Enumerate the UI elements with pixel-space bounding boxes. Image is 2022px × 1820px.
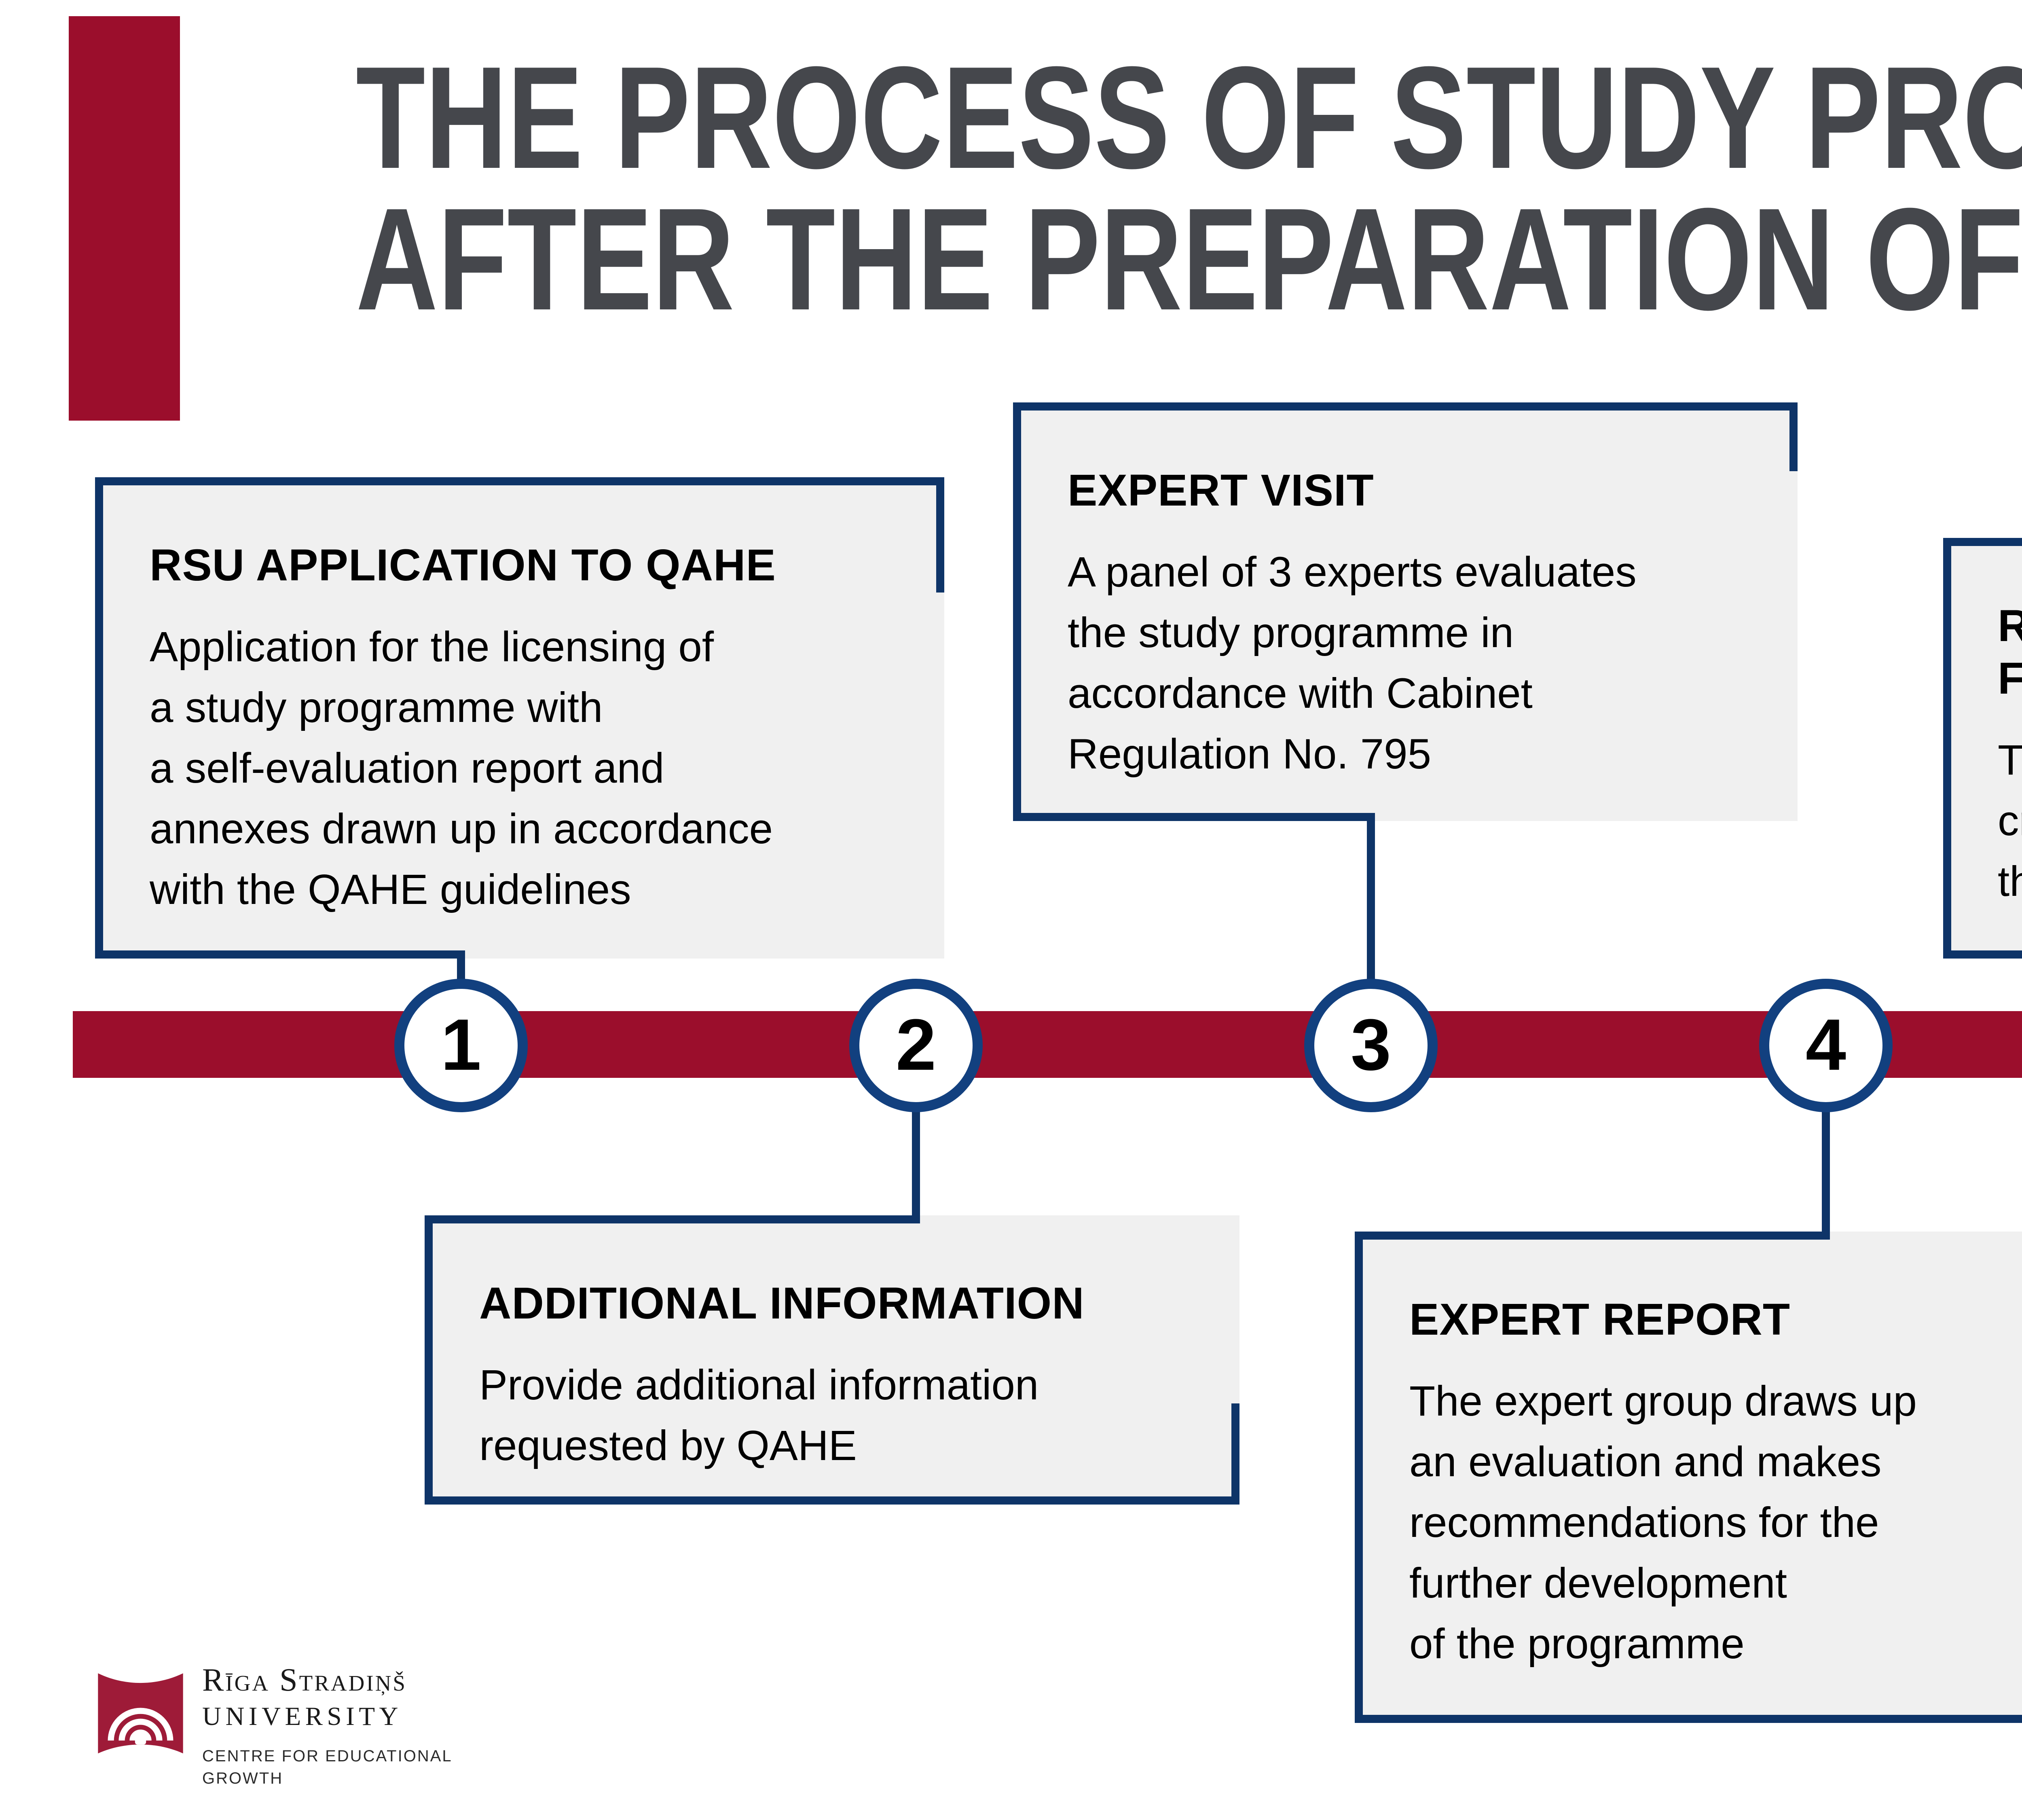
- step-number: 1: [440, 1003, 482, 1086]
- step-box-1: RSU APPLICATION TO QAHE Application for …: [95, 477, 944, 959]
- step-box-description: The study program developers create a pl…: [1998, 738, 2022, 906]
- box-border-bottom: [95, 950, 465, 959]
- step-box-3: EXPERT VISIT A panel of 3 experts evalua…: [1013, 402, 1798, 821]
- step-box-description: Application for the licensing of a study…: [150, 625, 773, 914]
- step-box-2: ADDITIONAL INFORMATION Provide additiona…: [425, 1215, 1239, 1505]
- step-box-title: EXPERT VISIT: [1068, 465, 1374, 516]
- step-circle-2: 2: [849, 979, 983, 1112]
- box-border-top: [95, 477, 944, 485]
- university-name-2: UNIVERSITY: [202, 1701, 402, 1731]
- timeline-bar: [73, 1011, 2022, 1078]
- step-circle-3: 3: [1304, 979, 1438, 1112]
- box-border-bottom: [425, 1496, 1239, 1505]
- step-number: 2: [895, 1003, 937, 1086]
- box-border-top: [1355, 1232, 1830, 1240]
- centre-name-2: GROWTH: [202, 1769, 283, 1788]
- rsu-logo-icon: [98, 1673, 183, 1754]
- step-box-title: EXPERT REPORT: [1409, 1294, 1791, 1345]
- step-box-description: Provide additional information requested…: [479, 1363, 1039, 1470]
- step-box-description: The expert group draws up an evaluation …: [1409, 1379, 1917, 1668]
- corner-accent-bar: [69, 16, 180, 421]
- step-box-description: A panel of 3 experts evaluates the study…: [1068, 550, 1637, 779]
- box-border-bottom: [1013, 813, 1375, 821]
- step-circle-1: 1: [394, 979, 528, 1112]
- connector-2: [912, 1102, 920, 1217]
- box-border-left: [1355, 1232, 1363, 1723]
- page-title: THE PROCESS OF STUDY PROGRAMME LICENSING…: [0, 38, 2022, 342]
- step-box-4: EXPERT REPORT The expert group draws up …: [1355, 1232, 2022, 1723]
- title-line-1: THE PROCESS OF STUDY PROGRAMME LICENSING: [356, 38, 2022, 200]
- title-line-2: AFTER THE PREPARATION OF DOCUMENTS AT TH…: [356, 180, 2022, 342]
- step-box-title: RSU IMPLEMENTATION PLAN FOR THE RECOMMEN…: [1998, 601, 2022, 706]
- centre-name-1: CENTRE FOR EDUCATIONAL: [202, 1747, 453, 1765]
- box-border-bottom: [1943, 950, 2022, 959]
- connector-4: [1822, 1102, 1830, 1234]
- box-border-left: [1943, 538, 1951, 959]
- box-border-bottom: [1355, 1715, 2022, 1723]
- box-border-left: [95, 477, 103, 959]
- box-border-right: [936, 477, 944, 593]
- university-name: Rīga Stradiņš: [202, 1664, 407, 1699]
- box-border-top: [1943, 538, 2022, 546]
- box-border-right: [1789, 402, 1798, 471]
- box-border-left: [425, 1215, 433, 1505]
- step-number: 3: [1350, 1003, 1392, 1086]
- box-border-left: [1013, 402, 1021, 821]
- step-box-5: RSU IMPLEMENTATION PLAN FOR THE RECOMMEN…: [1943, 538, 2022, 959]
- step-box-title: RSU APPLICATION TO QAHE: [150, 540, 776, 590]
- step-box-title: ADDITIONAL INFORMATION: [479, 1278, 1085, 1329]
- step-circle-4: 4: [1759, 979, 1893, 1112]
- connector-3: [1367, 819, 1375, 989]
- box-border-right: [1231, 1403, 1239, 1505]
- box-border-top: [1013, 402, 1798, 411]
- step-number: 4: [1805, 1003, 1846, 1086]
- box-border-top: [425, 1215, 920, 1223]
